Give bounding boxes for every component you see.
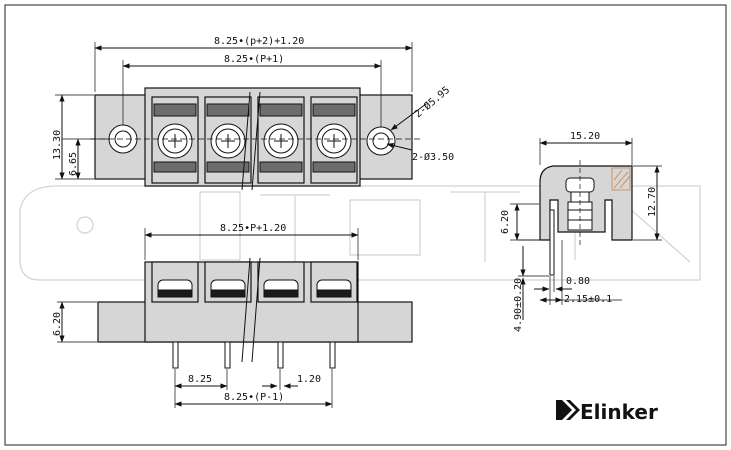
- dim-front-6-20: 6.20: [52, 312, 63, 336]
- dim-hole-small: 2-Ø3.50: [412, 151, 454, 163]
- front-cell: [151, 261, 199, 303]
- front-pin: [224, 341, 231, 369]
- dim-front-bottom: 8.25•(P-1): [224, 392, 284, 403]
- dim-top-overall: 8.25•(p+2)+1.20: [214, 36, 304, 47]
- front-pin: [277, 341, 284, 369]
- front-cell: [310, 261, 358, 303]
- dim-side-height: 12.70: [647, 187, 658, 217]
- front-cell: [257, 261, 305, 303]
- dim-side-0-80: 0.80: [566, 276, 590, 287]
- dim-hole-large: 2-Ø5.95: [412, 84, 452, 120]
- dim-front-1-20: 1.20: [297, 374, 321, 385]
- terminal-cell: [310, 96, 358, 184]
- terminal-cell: [257, 96, 305, 184]
- side-view: [539, 160, 633, 276]
- dim-side-width: 15.20: [570, 131, 600, 142]
- dim-height-13-30: 13.30: [52, 130, 63, 160]
- front-pin: [329, 341, 336, 369]
- front-cell: [204, 261, 252, 303]
- front-view: [97, 257, 413, 369]
- side-pin: [549, 209, 555, 276]
- brand-mark-icon: [556, 400, 580, 420]
- dim-height-6-65: 6.65: [68, 152, 79, 176]
- dim-side-4-90: 4.90±0.20: [513, 278, 524, 332]
- drawing-border: [4, 4, 727, 446]
- front-pin: [172, 341, 179, 369]
- front-dimensions: 8.25•P+1.20 6.20 8.25 1.20 8.25•(P-1): [52, 223, 359, 408]
- dim-side-2-15: 2.15±0.1: [564, 294, 612, 305]
- dim-side-6-20: 6.20: [500, 210, 511, 234]
- mounting-hole-right: [366, 126, 396, 156]
- break-line: [241, 91, 261, 191]
- top-view: [90, 87, 420, 191]
- break-line: [241, 257, 261, 363]
- side-dimensions: 15.20 12.70 6.20 0.80 2.15±0.1 4.90±0.20: [500, 131, 662, 332]
- dim-top-pitch: 8.25•(P+1): [224, 54, 284, 65]
- dim-front-pitch: 8.25•P+1.20: [220, 223, 286, 234]
- brand-logo-text: Elinker: [580, 400, 658, 424]
- dim-front-8-25: 8.25: [188, 374, 212, 385]
- terminal-cell: [151, 96, 199, 184]
- brand-logo: Elinker: [556, 400, 658, 424]
